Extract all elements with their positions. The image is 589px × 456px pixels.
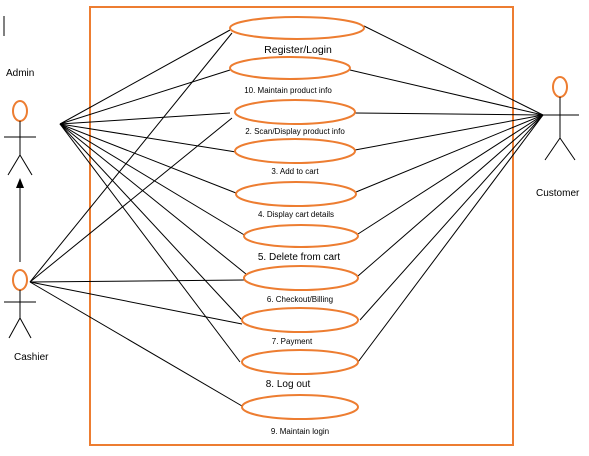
uc-ellipse-delete-from-cart [243, 224, 359, 248]
actor-admin [4, 100, 36, 176]
generalization-arrowhead [16, 178, 24, 188]
system-boundary [89, 6, 514, 446]
assoc-admin-uc4 [59, 123, 237, 153]
customer-head [552, 76, 568, 98]
assoc-customer-uc5 [355, 114, 544, 193]
use-case-ellipses [229, 16, 365, 420]
assoc-customer-uc7 [357, 114, 544, 277]
uc-ellipse-checkout-billing [243, 265, 359, 291]
actor-admin-label: Admin [6, 68, 34, 79]
assoc-admin-uc5 [59, 123, 237, 194]
uc-label-scan-display: 2. Scan/Display product info [245, 127, 345, 136]
assoc-cashier-uc3 [29, 117, 233, 283]
actor-cashier-label: Cashier [14, 352, 49, 363]
cashier-head [12, 269, 28, 291]
assoc-customer-uc8 [359, 114, 544, 321]
assoc-cashier-uc7 [29, 279, 245, 283]
uc-label-maintain-product: 10. Maintain product info [244, 86, 332, 95]
assoc-admin-uc1 [59, 29, 231, 125]
uc-label-register-login: Register/Login [264, 44, 332, 56]
admin-head [12, 100, 28, 122]
uc-label-checkout-billing: 6. Checkout/Billing [267, 295, 333, 304]
assoc-customer-uc9 [357, 114, 544, 363]
assoc-admin-uc8 [59, 123, 243, 321]
uc-ellipse-maintain-product [229, 56, 351, 80]
assoc-admin-uc6 [59, 123, 247, 237]
uc-label-delete-from-cart: 5. Delete from cart [258, 252, 340, 263]
assoc-admin-uc3 [59, 112, 231, 125]
assoc-customer-uc2 [349, 69, 544, 116]
assoc-cashier-uc1 [29, 32, 233, 283]
assoc-admin-uc7 [59, 123, 247, 275]
assoc-customer-uc6 [357, 114, 544, 235]
assoc-customer-uc1 [363, 25, 544, 116]
uc-ellipse-payment [241, 307, 359, 333]
assoc-cashier-uc10 [29, 281, 243, 407]
uc-ellipse-scan-display [234, 99, 356, 125]
uc-label-display-cart: 4. Display cart details [258, 210, 334, 219]
uc-ellipse-maintain-login [241, 394, 359, 420]
assoc-cashier-uc8 [29, 281, 243, 325]
uc-ellipse-add-to-cart [234, 138, 356, 164]
assoc-admin-uc2 [59, 69, 231, 125]
actor-customer-label: Customer [536, 188, 580, 199]
uc-ellipse-register-login [229, 16, 365, 40]
actor-cashier [4, 269, 36, 339]
uc-ellipse-display-cart [235, 181, 357, 207]
assoc-customer-uc4 [354, 114, 544, 151]
uc-label-add-to-cart: 3. Add to cart [271, 167, 319, 176]
assoc-customer-uc3 [354, 112, 544, 116]
associations [19, 25, 544, 407]
uc-label-payment: 7. Payment [272, 337, 313, 346]
uc-label-log-out: 8. Log out [266, 379, 311, 390]
uc-ellipse-log-out [241, 349, 359, 375]
uc-label-maintain-login: 9. Maintain login [271, 427, 329, 436]
actor-customer [541, 76, 579, 161]
assoc-admin-uc9 [59, 123, 241, 363]
